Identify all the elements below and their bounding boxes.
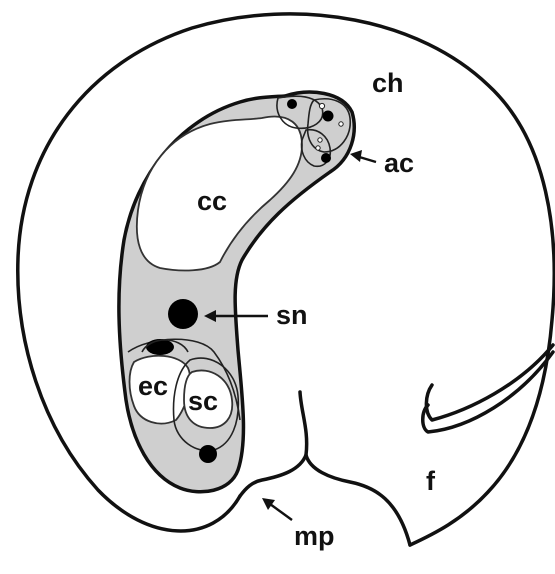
label-sn: sn bbox=[276, 300, 308, 330]
label-ec: ec bbox=[138, 371, 168, 401]
median-groove-outline bbox=[240, 392, 307, 496]
ac-nucleus-3 bbox=[321, 153, 331, 163]
label-mp: mp bbox=[294, 521, 335, 551]
sn-nucleus bbox=[168, 299, 198, 329]
label-ch: ch bbox=[372, 68, 404, 98]
label-cc: cc bbox=[197, 186, 227, 216]
outer-body-outline bbox=[18, 14, 554, 545]
ac-nucleus-2 bbox=[323, 111, 334, 122]
ac-vesicle-2 bbox=[339, 122, 343, 126]
ac-vesicle-1 bbox=[319, 103, 324, 108]
ac-nucleus-1 bbox=[287, 99, 297, 109]
ac-vesicle-3 bbox=[318, 138, 322, 142]
ac-arrow bbox=[350, 150, 376, 162]
label-ac: ac bbox=[384, 148, 414, 178]
label-sc: sc bbox=[188, 386, 218, 416]
label-f: f bbox=[426, 466, 436, 496]
ac-vesicle-4 bbox=[316, 146, 320, 150]
ec-nucleus bbox=[146, 339, 174, 355]
mp-arrow bbox=[262, 498, 292, 520]
bottom-nucleus bbox=[199, 445, 217, 463]
